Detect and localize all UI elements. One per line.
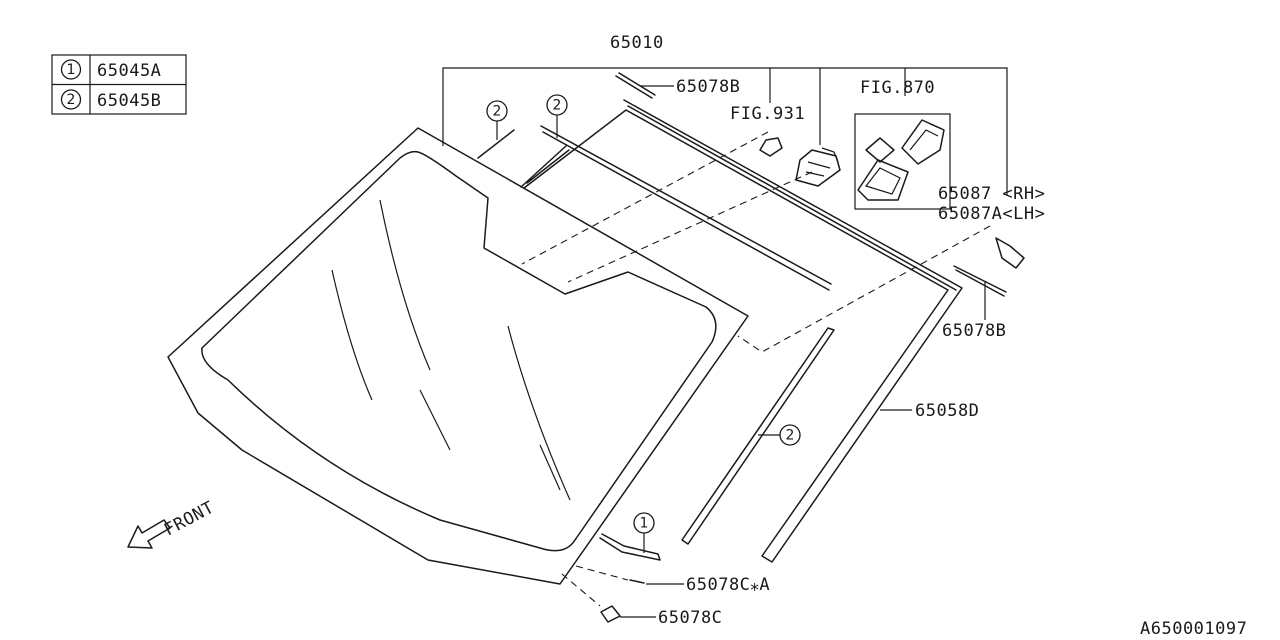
callout-2-mid [546,94,568,116]
callout-1-bottom-text: 1 [640,516,649,532]
dam-rubber-frame: 65058D [523,99,979,563]
label-fig870: FIG.870 [860,78,935,98]
side-molding-strip [681,327,835,545]
glass-reflection-5 [539,444,561,491]
clip-65078c-a: 65078C⁎A [629,575,770,595]
callout-2-side-text: 2 [786,428,795,444]
label-65078c-a: 65078C⁎A [686,575,770,595]
glass-reflection-4 [507,325,571,501]
guide-clip-a [575,565,629,581]
assembly-bracket-line [442,67,1008,195]
legend-table: 1 65045A 2 65045B [51,54,187,115]
windshield-glass [167,127,749,585]
clip-a-part [629,579,645,584]
dam-outer [523,99,963,563]
glass-inner-black-band [201,150,717,552]
glass-reflection-1 [379,199,431,371]
molding-strip-left [477,129,515,159]
fig870-part-b-inner [909,123,941,151]
fig870-part-c-inner [864,167,901,195]
guide-mirror-base [567,171,813,283]
guide-clip [561,573,601,607]
legend-num-1: 1 [67,62,76,78]
glass-outer-edge [167,127,749,585]
glass-reflection-3 [419,389,451,451]
molding-strip-long [540,125,832,291]
mirror-base-detail [805,147,839,177]
assembly-bracket: 65010 [442,33,1008,195]
label-65010: 65010 [610,33,664,53]
label-fig931: FIG.931 [730,104,805,124]
label-65087-rh: 65087 <RH> [938,184,1045,204]
legend-num-2: 2 [67,92,76,108]
top-molding-strip [615,72,656,99]
rain-sensor-part [759,137,783,157]
fig870-frame [854,113,951,210]
lower-molding-strip [599,533,661,561]
upper-moldings: 2 2 [477,94,832,291]
clip-65078c: 65078C [600,605,722,628]
top-molding-65078b: 65078B [615,72,740,99]
clip-part [600,605,621,623]
lower-molding: 1 [599,512,661,561]
callout-2-left [486,100,508,122]
legend-callout-1 [60,59,82,80]
side-molding: 2 [681,327,835,545]
legend-part-1: 65045A [97,61,161,81]
callout-2-side [779,424,801,446]
front-arrow-icon [127,519,171,549]
label-65078b-top: 65078B [676,77,740,97]
right-molding-65078b: 65078B [942,265,1007,341]
callout-2-left-text: 2 [493,104,502,120]
fig870-part-a [865,137,895,163]
label-65078c: 65078C [658,608,722,628]
right-molding-strip [953,265,1007,297]
label-front: FRONT [161,498,218,541]
guide-bracket [737,225,991,353]
label-65058d: 65058D [915,401,979,421]
guide-fig931 [521,131,769,265]
label-65087a-lh: 65087A<LH> [938,204,1045,224]
dam-inner [627,105,957,291]
bracket-65087: 65087 <RH> 65087A<LH> [938,184,1045,269]
fig870-part-b [901,119,945,165]
assembly-guides [521,131,991,607]
fig931-sensor: FIG.931 [730,104,805,157]
glass-reflection-2 [331,269,373,401]
callout-2-mid-text: 2 [553,98,562,114]
fig870-group: FIG.870 [854,78,951,210]
front-indicator: FRONT [127,498,218,549]
callout-1-bottom [633,512,655,534]
mirror-base [795,147,841,187]
label-65078b-right: 65078B [942,321,1006,341]
diagram-code: A650001097 [1140,619,1247,639]
bracket-part [995,237,1025,269]
molding-strip-mid [520,145,570,188]
legend-callout-2 [60,89,82,110]
legend-part-2: 65045B [97,91,161,111]
fig870-part-c [857,159,909,201]
mirror-base-body [795,149,841,187]
